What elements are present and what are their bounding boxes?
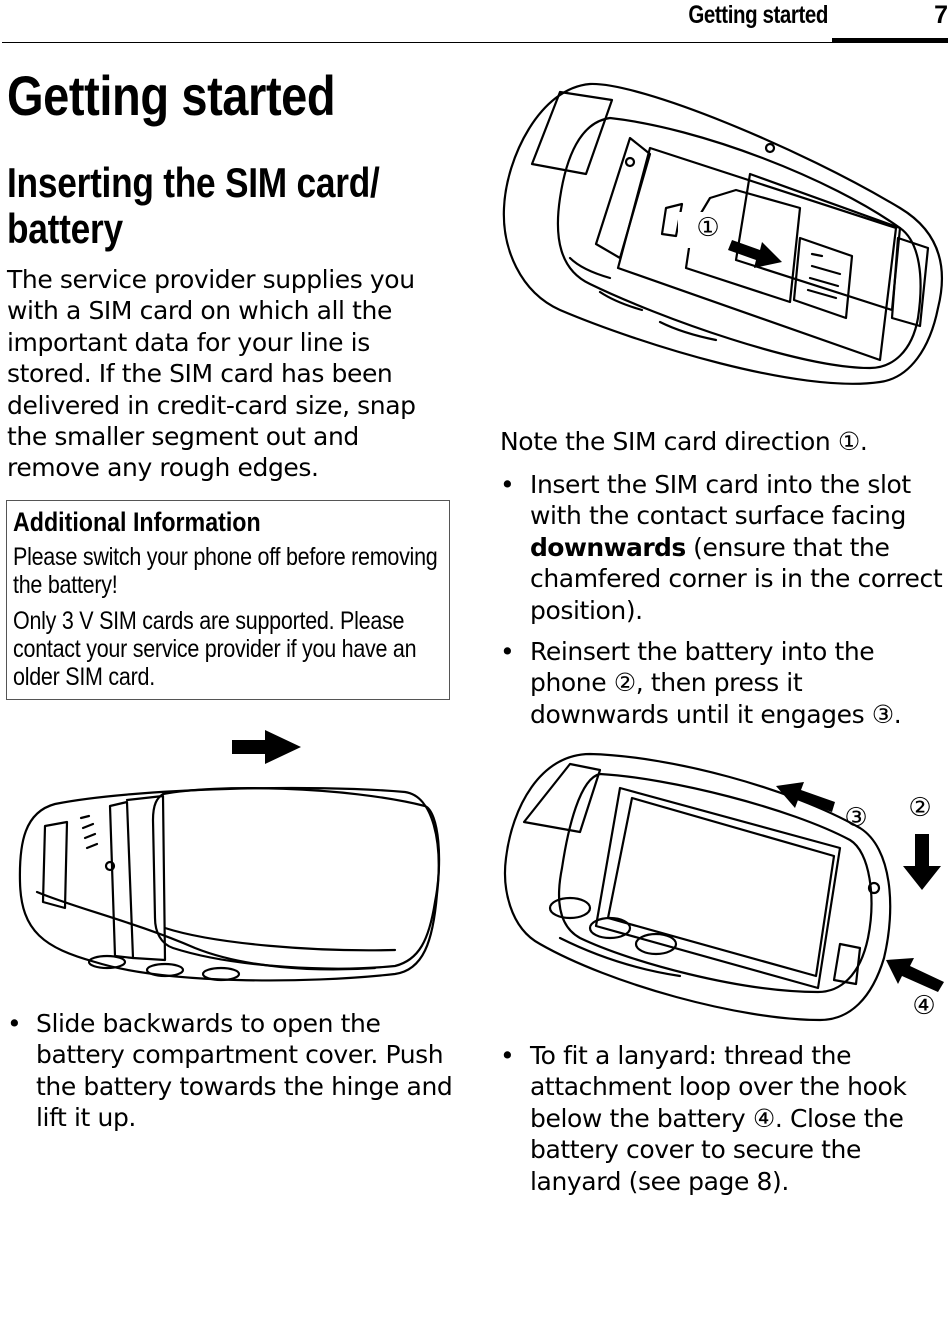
bullet-glyph: • <box>500 637 515 666</box>
callout-4-label: ④ <box>912 991 935 1021</box>
intro-paragraph: The service provider supplies you with a… <box>7 265 416 483</box>
section-title: Inserting the SIM card/ battery <box>7 159 380 252</box>
insert-direction-arrow-icon <box>728 240 782 268</box>
sim-insertion-illustration: ① <box>502 82 944 385</box>
additional-info-box: Additional Information Please switch you… <box>6 500 450 700</box>
callout-3-label: ③ <box>844 803 867 833</box>
push-arrow-4-icon <box>886 958 944 992</box>
bullet-insert-sim-text-b: (ensure that the chamfered corner is in … <box>530 532 943 625</box>
info-box-paragraph-1: Please switch your phone off before remo… <box>13 543 438 599</box>
bullet-glyph: • <box>500 470 515 499</box>
slide-arrow-icon <box>232 730 301 764</box>
bullet-lanyard: • To fit a lanyard: thread the attachmen… <box>500 1040 948 1197</box>
header-rule <box>2 42 948 43</box>
header-rule-accent <box>832 38 948 43</box>
battery-cover-illustration <box>18 730 441 982</box>
bullet-insert-sim-text-a: Insert the SIM card into the slot with t… <box>530 470 911 531</box>
bullet-open-cover: • Slide backwards to open the battery co… <box>7 1008 457 1134</box>
bullet-insert-sim: • Insert the SIM card into the slot with… <box>500 469 948 626</box>
info-box-title: Additional Information <box>13 507 261 537</box>
battery-reinsert-illustration: ③ ② ④ <box>503 752 944 1022</box>
bullet-glyph: • <box>7 1009 22 1038</box>
bullet-glyph: • <box>500 1041 515 1070</box>
callout-1-label: ① <box>696 213 719 243</box>
bullet-open-cover-text: Slide backwards to open the battery comp… <box>36 1009 453 1133</box>
bullet-lanyard-text: To fit a lanyard: thread the attachment … <box>530 1041 907 1196</box>
page-title: Getting started <box>7 64 336 127</box>
bullet-insert-sim-bold: downwards <box>530 532 686 562</box>
page-number: 7 <box>934 1 948 29</box>
running-header-title: Getting started <box>688 1 828 29</box>
sim-direction-note: Note the SIM card direction ①. <box>500 427 868 456</box>
bullet-reinsert-battery-text: Reinsert the battery into the phone ②, t… <box>530 637 902 729</box>
push-arrow-3-icon <box>776 782 835 812</box>
push-arrow-2-icon <box>903 834 941 890</box>
info-box-paragraph-2: Only 3 V SIM cards are supported. Please… <box>13 607 417 691</box>
bullet-reinsert-battery: • Reinsert the battery into the phone ②,… <box>500 636 948 730</box>
callout-2-label: ② <box>908 793 931 823</box>
bullet-insert-sim-text: Insert the SIM card into the slot with t… <box>500 469 948 626</box>
